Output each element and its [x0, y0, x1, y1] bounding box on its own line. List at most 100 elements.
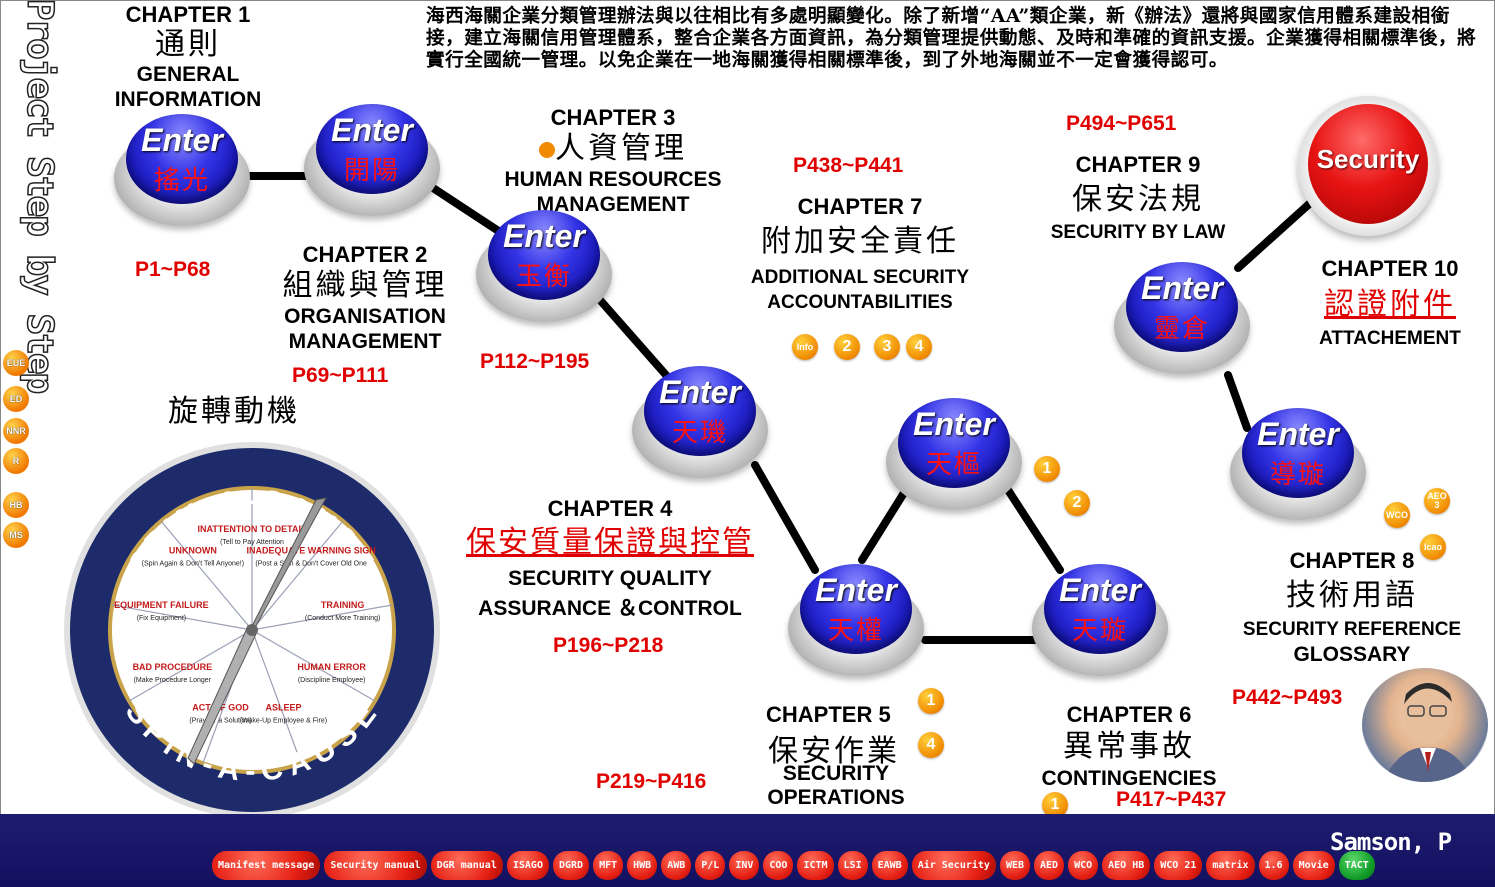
chapter-8-pages: P442~P493 [1232, 686, 1343, 709]
chapter-6-badge-1[interactable]: 1 [1042, 792, 1068, 818]
chapter-8-wco-badge[interactable]: WCO [1384, 502, 1410, 528]
chapter-7-heading: CHAPTER 7 附加安全責任 ADDITIONAL SECURITY ACC… [750, 194, 970, 313]
bottom-link-mft[interactable]: MFT [593, 851, 624, 880]
spin-title: 旋轉動機 [168, 394, 300, 429]
portrait-figure [1382, 683, 1474, 782]
side-badge-hb[interactable]: HB [3, 492, 29, 518]
author-portrait [1362, 668, 1488, 782]
enter-button-tianxuan[interactable]: Enter 天璇 [1030, 560, 1170, 680]
wheel-segment-title: HUMAN ERROR [297, 662, 366, 672]
chapter-4-heading: CHAPTER 4 保安質量保證與控管 SECURITY QUALITY ASS… [466, 496, 754, 620]
chapter-7-badge-2[interactable]: 2 [834, 334, 860, 360]
wheel-segment-note: (Discipline Employee) [298, 677, 366, 684]
bottom-link-ictm[interactable]: ICTM [797, 851, 834, 880]
wheel-segment-note: (Wake-Up Employee & Fire) [240, 717, 327, 724]
chapter-4-pages: P196~P218 [553, 634, 664, 657]
chapter-7-info-badge[interactable]: Info [792, 334, 818, 360]
wheel-segment-title: ASLEEP [265, 702, 301, 712]
bottom-link-dgr-manual[interactable]: DGR manual [430, 851, 503, 880]
bottom-link-eawb[interactable]: EAWB [871, 851, 908, 880]
chapter-7-badge-3[interactable]: 3 [874, 334, 900, 360]
bottom-link-p-l[interactable]: P/L [695, 851, 726, 880]
enter-button-kaiyang[interactable]: Enter 開陽 [302, 100, 442, 220]
enter-button-tianshu[interactable]: Enter 天樞 [884, 394, 1024, 514]
chapter-2-pages: P69~P111 [292, 364, 389, 387]
chapter-10-heading: CHAPTER 10 認證附件 ATTACHEMENT [1319, 256, 1461, 349]
wheel-segment-note: (Tell to Pay Attention [220, 539, 284, 546]
wheel-segment-note: (Spin Again & Don't Tell Anyone!) [142, 561, 244, 568]
bottom-link-wco[interactable]: WCO [1068, 851, 1099, 880]
chapter-2-heading: CHAPTER 2 組織與管理 ORGANISATION MANAGEMENT [282, 242, 448, 353]
enter-button-lingcang[interactable]: Enter 靈倉 [1112, 258, 1252, 378]
enter-button-daoxuan[interactable]: Enter 導璇 [1228, 404, 1368, 524]
chapter-8-icao-badge[interactable]: Icao [1420, 534, 1446, 560]
chapter-5-zh: 保安作業 [768, 734, 900, 769]
bottom-link-1-6[interactable]: 1.6 [1258, 851, 1289, 880]
chapter-3-heading: CHAPTER 3 人資管理 HUMAN RESOURCES MANAGEMEN… [504, 105, 722, 216]
enter-button-yaoguang[interactable]: Enter 搖光 [112, 110, 252, 230]
wheel-segment-title: INATTENTION TO DETAIL [198, 524, 307, 534]
spin-a-cause-wheel[interactable]: SPIN-A-CAUSE SPIN-A-CAUSE INATTENTION TO… [62, 440, 442, 820]
chapter-7-badge-4[interactable]: 4 [906, 334, 932, 360]
enter-button-tianquan[interactable]: Enter 天權 [786, 560, 926, 680]
wheel-dividers [111, 488, 393, 764]
chapter-6-heading: CHAPTER 6 異常事故 CONTINGENCIES [1041, 702, 1217, 790]
wheel-segment-note: (Fix Equipment) [137, 615, 186, 622]
intro-paragraph: 海西海關企業分類管理辦法與以往相比有多處明顯變化。除了新增“AA”類企業，新《辦… [426, 6, 1477, 71]
chapter-5-badge-4[interactable]: 4 [918, 732, 944, 758]
chapter-1-pages: P1~P68 [135, 258, 211, 281]
bottom-link-aed[interactable]: AED [1034, 851, 1065, 880]
bottom-link-security-manual[interactable]: Security manual [324, 851, 427, 880]
author-name: Samson, P [1330, 828, 1452, 856]
bottom-link-isago[interactable]: ISAGO [506, 851, 549, 880]
bottom-link-manifest-message[interactable]: Manifest message [212, 851, 321, 880]
side-badge-ms[interactable]: MS [3, 522, 29, 548]
wheel-segment-title: BAD PROCEDURE [133, 662, 213, 672]
chapter-6-pages: P417~P437 [1116, 788, 1227, 811]
wheel-segment-note: (Conduct More Training) [305, 615, 380, 622]
bottom-link-dgrd[interactable]: DGRD [552, 851, 590, 880]
vertical-title: Project Step by Step [19, 0, 62, 392]
enter-button-yuheng[interactable]: Enter 玉衡 [474, 206, 614, 326]
bottom-link-hwb[interactable]: HWB [627, 851, 658, 880]
bottom-link-tact[interactable]: TACT [1338, 851, 1375, 880]
wheel-segment-title: TRAINING [321, 600, 365, 610]
bottom-link-lsi[interactable]: LSI [837, 851, 868, 880]
side-badge-r[interactable]: R [3, 448, 29, 474]
wheel-segment-note: (Make Procedure Longer [134, 677, 212, 684]
wheel-segment-title: UNKNOWN [169, 546, 217, 556]
side-badge-nnr[interactable]: NNR [3, 418, 29, 444]
bottom-link-aeo-hb[interactable]: AEO HB [1102, 851, 1151, 880]
chapter-1-heading: CHAPTER 1 通則 GENERAL INFORMATION [114, 2, 262, 111]
tianshu-badge-2[interactable]: 2 [1064, 490, 1090, 516]
chapter-9-heading: CHAPTER 9 保安法規 SECURITY BY LAW [1050, 152, 1226, 243]
bottom-link-air-security[interactable]: Air Security [911, 851, 996, 880]
chapter-5-badge-1[interactable]: 1 [918, 688, 944, 714]
side-badge-eue[interactable]: EUE [3, 350, 29, 376]
tianshu-badge-1[interactable]: 1 [1034, 456, 1060, 482]
chapter-5-pages: P219~P416 [596, 770, 707, 793]
security-button[interactable]: Security [1298, 96, 1438, 246]
bottom-link-matrix[interactable]: matrix [1206, 851, 1255, 880]
chapter-3-pages: P112~P195 [480, 350, 590, 373]
bottom-link-movie[interactable]: Movie [1292, 851, 1335, 880]
chapter-9-pages: P494~P651 [1066, 112, 1177, 135]
bottom-link-coo[interactable]: COO [763, 851, 794, 880]
side-badge-ed[interactable]: ED [3, 386, 29, 412]
bottom-link-web[interactable]: WEB [999, 851, 1030, 880]
spinner-hub [246, 624, 258, 636]
chapter-5-en: SECURITY OPERATIONS [767, 762, 905, 809]
chapter-7-pages: P438~P441 [793, 154, 904, 177]
chapter-8-aeo-badge[interactable]: AEO 3 [1424, 488, 1450, 514]
bottom-link-awb[interactable]: AWB [661, 851, 692, 880]
enter-button-tianji[interactable]: Enter 天璣 [630, 362, 770, 482]
wheel-segment-title: EQUIPMENT FAILURE [114, 600, 209, 610]
bottom-link-inv[interactable]: INV [729, 851, 760, 880]
wheel-segment-note: (Post a Sign & Don't Cover Old One [255, 561, 367, 568]
chapter-3-dot-icon [539, 142, 555, 158]
chapter-5-num-text: CHAPTER 5 [766, 702, 891, 727]
bottom-link-wco-21[interactable]: WCO 21 [1154, 851, 1203, 880]
wheel-segment-title: INADEQUATE WARNING SIGN [246, 546, 375, 556]
chapter-8-heading: CHAPTER 8 技術用語 SECURITY REFERENCE GLOSSA… [1242, 548, 1462, 666]
